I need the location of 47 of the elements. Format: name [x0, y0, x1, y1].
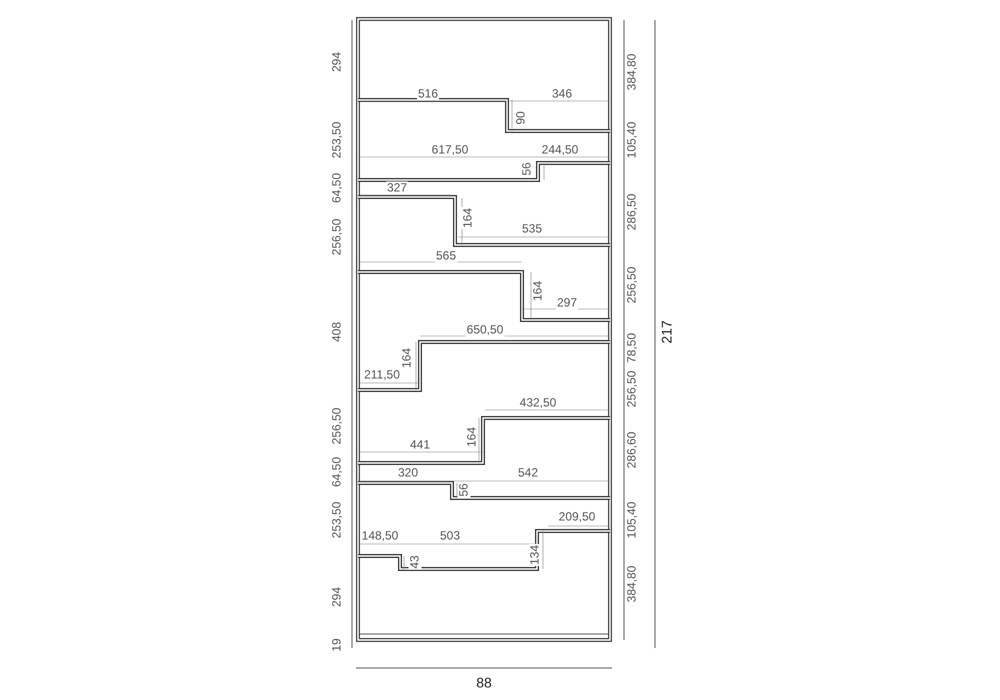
dimension-label: 19 [330, 637, 344, 653]
dimension-label: 294 [330, 50, 344, 74]
dimension-label: 516 [416, 88, 440, 100]
dimension-label: 164 [532, 280, 544, 302]
dimension-label: 164 [400, 346, 414, 370]
dimension-label: 209,50 [558, 510, 596, 524]
dimension-label: 148,50 [360, 530, 400, 542]
dimension-label: 346 [550, 88, 574, 100]
dimension-label: 384,80 [626, 564, 638, 604]
dimension-label: 542 [516, 466, 540, 480]
dimension-label: 217 [660, 319, 674, 345]
dimension-label: 565 [434, 250, 458, 262]
dimension-label: 88 [475, 676, 493, 690]
dimension-label: 244,50 [540, 144, 580, 156]
dimension-label: 286,50 [626, 192, 638, 232]
dimension-label: 432,50 [518, 396, 558, 410]
dimension-label: 256,50 [330, 406, 344, 446]
dimension-label: 78,50 [626, 332, 638, 364]
dimension-label: 64,50 [330, 456, 344, 488]
dimension-label: 408 [330, 320, 344, 344]
dimension-label: 320 [396, 466, 420, 480]
dimension-label: 164 [466, 426, 478, 448]
dimension-label: 43 [408, 554, 422, 570]
dimension-label: 253,50 [330, 120, 344, 160]
dimension-label: 64,50 [330, 172, 344, 204]
dimension-label: 90 [514, 110, 528, 126]
dimension-label: 441 [408, 438, 432, 452]
dimension-label: 384,80 [626, 52, 638, 92]
dimension-label: 297 [556, 296, 578, 310]
dimension-label: 56 [458, 482, 470, 498]
dimension-label: 105,40 [626, 120, 638, 160]
dimension-label: 256,50 [626, 370, 638, 408]
dimension-label: 294 [330, 586, 344, 608]
dimension-label: 164 [462, 206, 474, 230]
dimension-label: 503 [438, 530, 462, 542]
dimension-label: 56 [520, 161, 534, 177]
dimension-label: 535 [520, 222, 544, 236]
dimension-label: 256,50 [330, 218, 344, 256]
dimension-label: 134 [528, 544, 542, 566]
dimension-label: 327 [386, 182, 408, 194]
dimension-label: 256,50 [626, 266, 638, 304]
dimension-label: 211,50 [363, 368, 401, 382]
dimension-label: 105,40 [626, 500, 638, 540]
dimension-label: 617,50 [430, 144, 470, 156]
dimension-label: 286,60 [626, 430, 638, 470]
dimension-label: 650,50 [466, 324, 504, 336]
dimension-label: 253,50 [330, 500, 344, 540]
